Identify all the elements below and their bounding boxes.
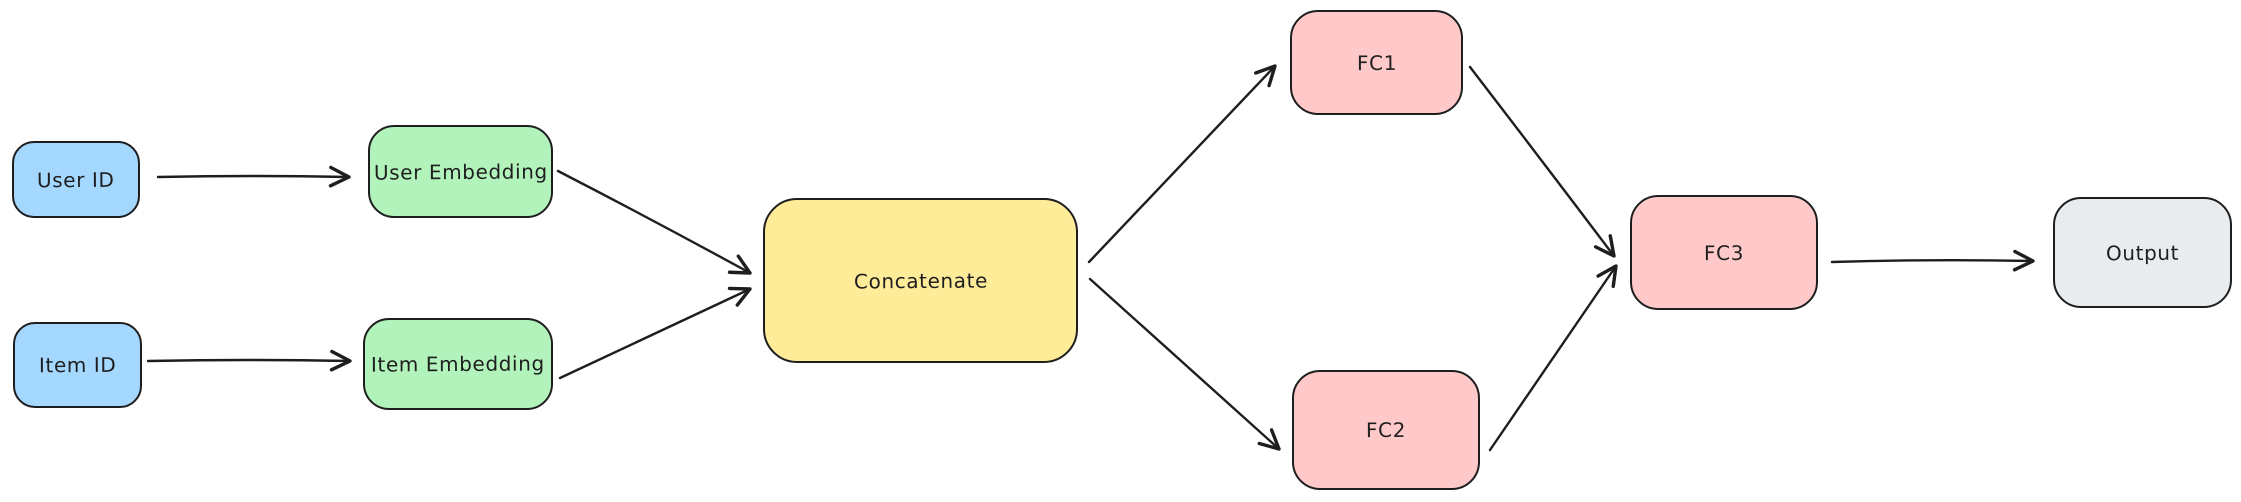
node-fc1[interactable]: FC1 [1290,10,1463,115]
node-output[interactable]: Output [2053,197,2232,308]
node-item-id[interactable]: Item ID [13,322,142,408]
node-concatenate-label: Concatenate [853,268,988,293]
node-user-embedding[interactable]: User Embedding [368,125,553,218]
arrow-fc2-to-fc3[interactable] [1488,264,1618,452]
arrow-fc1-to-fc3[interactable] [1468,65,1616,258]
node-item-id-label: Item ID [38,352,117,378]
node-item-embedding-label: Item Embedding [371,351,545,377]
node-output-label: Output [2105,240,2180,265]
arrow-item-id-to-item-embedding[interactable] [146,349,352,372]
node-concatenate[interactable]: Concatenate [763,198,1078,363]
arrow-concatenate-to-fc1[interactable] [1087,64,1277,264]
arrow-item-embedding-to-concatenate[interactable] [558,286,752,380]
arrow-fc3-to-output[interactable] [1830,249,2035,272]
node-user-id[interactable]: User ID [12,141,140,218]
arrow-user-id-to-user-embedding[interactable] [156,165,351,188]
node-user-embedding-label: User Embedding [373,158,548,185]
node-fc3-label: FC3 [1703,240,1745,265]
node-fc2-label: FC2 [1365,417,1407,443]
arrow-concatenate-to-fc2[interactable] [1088,277,1281,451]
node-fc2[interactable]: FC2 [1292,370,1480,490]
node-item-embedding[interactable]: Item Embedding [363,318,553,410]
node-fc3[interactable]: FC3 [1630,195,1818,310]
arrow-user-embedding-to-concatenate[interactable] [556,169,752,275]
node-user-id-label: User ID [37,167,115,192]
node-fc1-label: FC1 [1356,50,1397,75]
